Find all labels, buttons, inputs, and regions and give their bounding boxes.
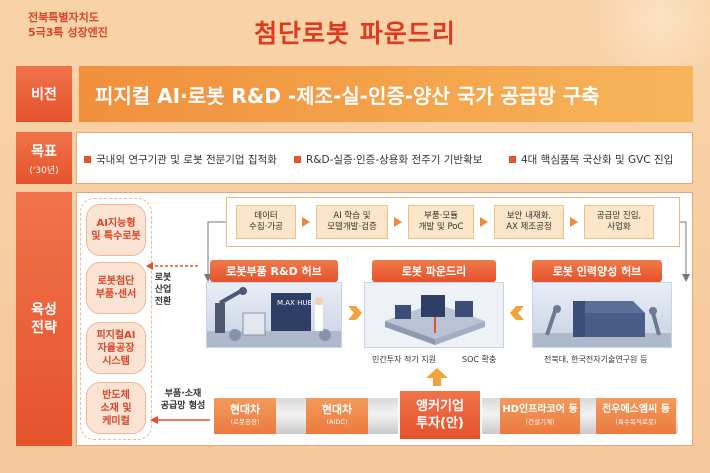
chevron-right-icon: [348, 306, 362, 320]
bullet-square-icon: [84, 156, 91, 163]
arrow-up-icon: [426, 368, 448, 386]
caption-soc: SOC 확충: [462, 355, 497, 364]
caption-private-investment: 민간투자 적기 지원: [372, 355, 436, 364]
hub-title-foundry: 로봇 파운드리: [372, 260, 496, 282]
goal-item-2: R&D-실증·인증-상용화 전주기 기반확보: [294, 152, 482, 167]
investor-hyundai-aidc: 현대차(AIDC): [306, 398, 368, 434]
goal-label-text: 목표: [31, 143, 57, 160]
talent-hub-image: [532, 282, 672, 348]
goal-label: 목표 ('30년): [16, 132, 72, 184]
vision-label-text: 비전: [31, 87, 57, 103]
goal-item-text: R&D-실증·인증-상용화 전주기 기반확보: [306, 154, 483, 166]
bullet-square-icon: [294, 156, 301, 163]
flow-step-commercial: 공급망 진입,사업화: [584, 205, 654, 239]
strategy-label: 육성 전략: [16, 192, 72, 446]
hub-title-rd: 로봇부품 R&D 허브: [210, 260, 338, 282]
factory-illustration-icon: [365, 283, 503, 347]
flow-arrow-icon: [394, 217, 402, 227]
training-center-illustration-icon: [533, 301, 671, 347]
header-line1: 전북특별자치도: [28, 11, 99, 24]
goal-item-3: 4대 핵심품목 국산화 및 GVC 진입: [509, 152, 673, 167]
goal-box: [76, 132, 693, 184]
supply-chain-label: 부품·소재 공급망 형성: [160, 389, 206, 411]
strategy-label-line1: 육성: [31, 302, 57, 318]
strategy-label-line2: 전략: [31, 320, 57, 336]
flow-arrow-icon: [570, 217, 578, 227]
chevron-left-icon: [510, 306, 524, 320]
transition-label: 로봇 산업 전환: [154, 273, 172, 307]
vision-statement: 피지컬 AI·로봇 R&D -제조-실-인증-양산 국가 공급망 구축: [79, 66, 693, 122]
flow-arrow-icon: [302, 217, 310, 227]
goal-item-1: 국내외 연구기관 및 로봇 전문기업 집적화: [84, 152, 277, 167]
bullet-square-icon: [509, 156, 516, 163]
hub-title-talent: 로봇 인력양성 허브: [532, 260, 662, 282]
caption-talent-institutions: 전북대, 한국전자기술연구원 등: [544, 355, 648, 364]
investor-hyundai-robot: 현대차(로봇공장): [214, 398, 276, 434]
rd-hub-image: M.AX HUB: [206, 282, 342, 348]
page-title: 첨단로봇 파운드리: [254, 19, 456, 48]
flow-arrow-icon: [480, 217, 488, 227]
header-region: 전북특별자치도 5극3특 성장엔진: [28, 10, 108, 40]
arrow-left-icon: [150, 416, 210, 424]
pill-column-frame: [80, 198, 152, 440]
vision-label: 비전: [16, 66, 72, 122]
hub-sign-text: M.AX HUB: [277, 299, 312, 307]
goal-item-text: 4대 핵심품목 국산화 및 GVC 진입: [521, 154, 674, 166]
foundry-image: [364, 282, 504, 348]
goal-sublabel: ('30년): [29, 165, 59, 176]
investor-jeonwoo-smc: 전우에스엠씨 등(특수목적로봇): [596, 398, 676, 434]
header-line2: 5극3특 성장엔진: [28, 26, 108, 39]
flow-step-security: 보안 내재화,AX 제조공정: [494, 205, 564, 239]
investor-hd-infracore: HD인프라코어 등(건설기계): [500, 398, 580, 434]
dashed-arrow-left-icon: [146, 262, 198, 270]
robot-lab-illustration-icon: M.AX HUB: [207, 287, 341, 347]
vision-text: 피지컬 AI·로봇 R&D -제조-실-인증-양산 국가 공급망 구축: [95, 83, 600, 108]
goal-item-text: 국내외 연구기관 및 로봇 전문기업 집적화: [96, 154, 277, 166]
